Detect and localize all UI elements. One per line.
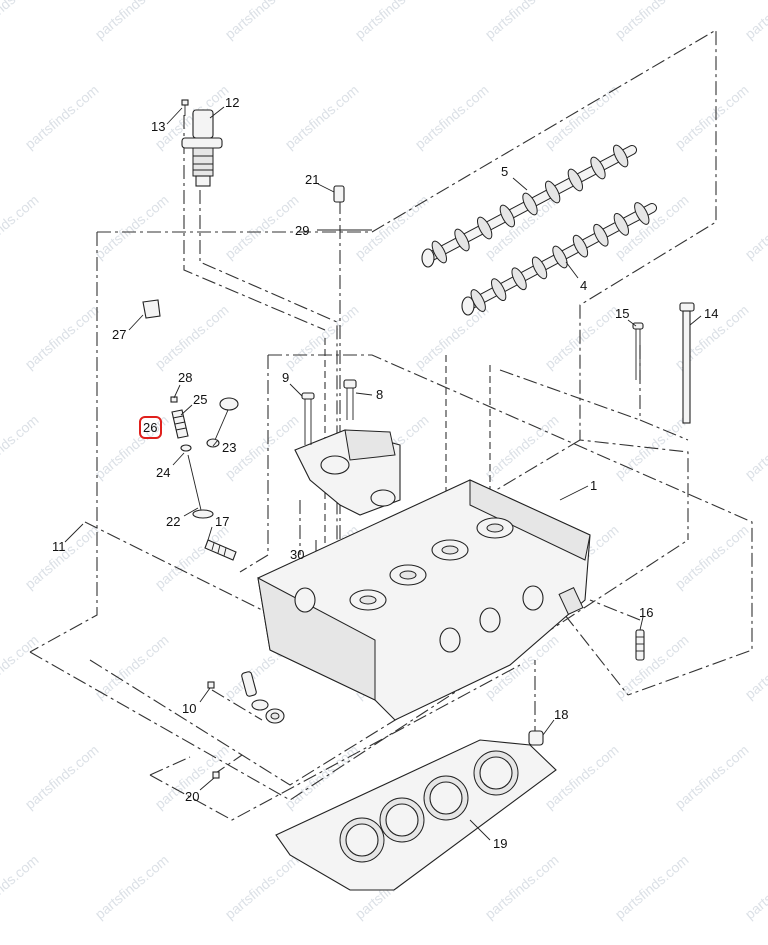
watermark-text: partsfinds.com — [412, 82, 492, 153]
dowel-18 — [528, 730, 544, 746]
callout-21: 21 — [305, 172, 319, 187]
intake-valve — [187, 454, 214, 519]
callout-13: 13 — [151, 119, 165, 134]
valve-spring — [171, 409, 189, 439]
watermark-text: partsfinds.com — [152, 522, 232, 593]
callout-20: 20 — [185, 789, 199, 804]
watermark-text: partsfinds.com — [152, 302, 232, 373]
watermark-text: partsfinds.com — [672, 522, 752, 593]
leader-lines — [64, 106, 702, 841]
callout-26: 26 — [143, 420, 157, 435]
watermark-text: partsfinds.com — [0, 412, 42, 483]
watermark-text: partsfinds.com — [612, 852, 692, 923]
watermark-text: partsfinds.com — [742, 852, 768, 923]
callout-15: 15 — [615, 306, 629, 321]
callout-27: 27 — [112, 327, 126, 342]
camshaft-exhaust — [461, 202, 657, 316]
callout-28: 28 — [178, 370, 192, 385]
watermark-text: partsfinds.com — [742, 632, 768, 703]
watermark-text: partsfinds.com — [22, 82, 102, 153]
watermark-text: partsfinds.com — [542, 302, 622, 373]
solenoid-bolt — [181, 99, 189, 116]
watermark-text: partsfinds.com — [282, 82, 362, 153]
callout-9: 9 — [282, 370, 289, 385]
watermark-text: partsfinds.com — [92, 632, 172, 703]
watermark-text: partsfinds.com — [742, 192, 768, 263]
callout-5: 5 — [501, 164, 508, 179]
bolt-9 — [301, 392, 315, 445]
exhaust-valve — [206, 397, 239, 448]
plug-10 — [207, 681, 215, 689]
watermark-text: partsfinds.com — [352, 192, 432, 263]
callout-30: 30 — [290, 547, 304, 562]
watermark-text: partsfinds.com — [412, 302, 492, 373]
oil-control-solenoid — [181, 109, 223, 187]
watermark-text: partsfinds.com — [92, 192, 172, 263]
valve-stem-seal — [180, 444, 192, 452]
watermark-text: partsfinds.com — [542, 742, 622, 813]
callout-14: 14 — [704, 306, 718, 321]
valve-lifter — [142, 299, 161, 319]
bolt-8 — [343, 379, 357, 420]
watermark-text: partsfinds.com — [612, 0, 692, 42]
watermark-text: partsfinds.com — [0, 192, 42, 263]
watermark-text: partsfinds.com — [222, 852, 302, 923]
watermark-text: partsfinds.com — [612, 632, 692, 703]
watermark-text: partsfinds.com — [672, 82, 752, 153]
watermark-text: partsfinds.com — [482, 412, 562, 483]
watermark-text: partsfinds.com — [672, 742, 752, 813]
callout-24: 24 — [156, 465, 170, 480]
callout-19: 19 — [493, 836, 507, 851]
watermark-text: partsfinds.com — [482, 852, 562, 923]
stud-16 — [635, 629, 645, 661]
cylinder-head — [257, 479, 591, 721]
callout-4: 4 — [580, 278, 587, 293]
callout-25: 25 — [193, 392, 207, 407]
callout-22: 22 — [166, 514, 180, 529]
watermark-text: partsfinds.com — [282, 302, 362, 373]
watermark-text: partsfinds.com — [222, 0, 302, 42]
callout-labels: 1 4 5 8 9 10 11 12 13 14 15 16 17 18 19 … — [52, 95, 718, 851]
watermark-text: partsfinds.com — [92, 852, 172, 923]
callout-16: 16 — [639, 605, 653, 620]
camshaft-intake — [421, 144, 637, 268]
watermark-text: partsfinds.com — [22, 302, 102, 373]
callout-23: 23 — [222, 440, 236, 455]
watermark-text: partsfinds.com — [22, 522, 102, 593]
watermark-text: partsfinds.com — [0, 852, 42, 923]
watermark-text: partsfinds.com — [742, 412, 768, 483]
callout-11: 11 — [52, 539, 66, 554]
head-bolt-short — [632, 322, 644, 380]
callout-1: 1 — [590, 478, 597, 493]
watermark-text: partsfinds.com — [22, 742, 102, 813]
callout-12: 12 — [225, 95, 239, 110]
callout-8: 8 — [376, 387, 383, 402]
dowel-pin-21 — [333, 185, 345, 203]
head-bolt-long — [679, 302, 695, 424]
watermark-text: partsfinds.com — [612, 412, 692, 483]
watermark-text: partsfinds.com — [92, 0, 172, 42]
stud-17 — [204, 539, 237, 561]
callout-10: 10 — [182, 701, 196, 716]
callout-17: 17 — [215, 514, 229, 529]
cylinder-head-gasket — [275, 739, 557, 891]
watermark-text: partsfinds.com — [222, 192, 302, 263]
watermark-text: partsfinds.com — [352, 0, 432, 42]
highlight-box — [139, 416, 162, 439]
callout-29: 29 — [295, 223, 309, 238]
watermark-text: partsfinds.com — [0, 632, 42, 703]
callout-18: 18 — [554, 707, 568, 722]
camshaft-bearing-cap — [294, 429, 401, 516]
watermark-text: partsfinds.com — [482, 0, 562, 42]
seal-ring-set — [241, 671, 285, 724]
plug-20 — [212, 771, 220, 779]
watermark-text: partsfinds.com — [742, 0, 768, 42]
watermark-text: partsfinds.com — [0, 0, 42, 42]
